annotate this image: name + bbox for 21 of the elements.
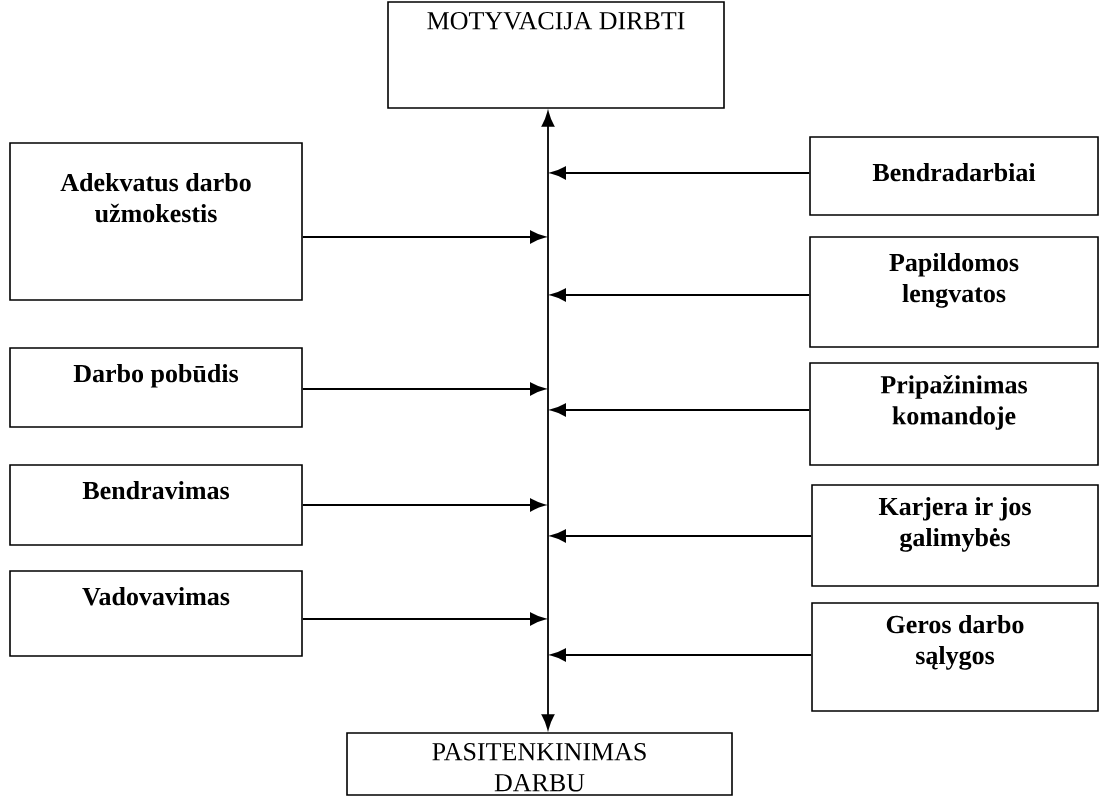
factor-box: Darbo pobūdis bbox=[9, 347, 303, 428]
factor-box: Vadovavimas bbox=[9, 570, 303, 657]
top-box: MOTYVACIJA DIRBTI bbox=[387, 1, 725, 109]
bottom-box: PASITENKINIMAS DARBU bbox=[346, 732, 733, 796]
arrow bbox=[550, 529, 813, 543]
arrow bbox=[301, 498, 546, 512]
factor-box: Bendravimas bbox=[9, 464, 303, 546]
arrow bbox=[301, 382, 546, 396]
factor-box: Papildomos lengvatos bbox=[809, 236, 1099, 348]
factor-box: Karjera ir jos galimybės bbox=[811, 484, 1099, 587]
arrow bbox=[541, 111, 555, 730]
arrow bbox=[550, 166, 811, 180]
arrow bbox=[301, 230, 546, 244]
arrow bbox=[301, 612, 546, 626]
arrow bbox=[550, 403, 811, 417]
arrow bbox=[550, 648, 813, 662]
factor-box: Geros darbo sąlygos bbox=[811, 602, 1099, 712]
factor-box: Bendradarbiai bbox=[809, 136, 1099, 216]
factor-box: Pripažinimas komandoje bbox=[809, 362, 1099, 466]
arrow bbox=[550, 288, 811, 302]
factor-box: Adekvatus darbo užmokestis bbox=[9, 142, 303, 301]
